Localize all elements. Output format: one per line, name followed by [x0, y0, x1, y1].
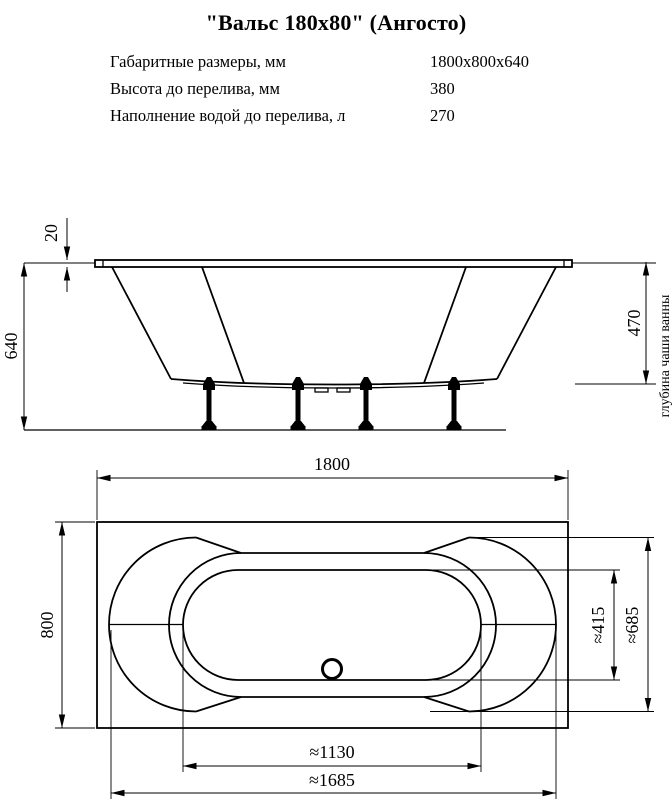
dimension-rim-length: ≈1685: [110, 630, 557, 799]
spec-label: Наполнение водой до перелива, л: [110, 106, 346, 125]
drain-fitting: [336, 387, 351, 393]
bowl-opening: [182, 569, 482, 681]
bath-bottom-outer: [170, 378, 498, 386]
dim-bowl-depth-text: 470: [624, 310, 644, 337]
bath-leg: [201, 377, 217, 430]
bath-leg: [358, 377, 374, 430]
dimension-width: 800: [37, 521, 95, 729]
spec-label: Высота до перелива, мм: [110, 79, 280, 98]
drain-fitting: [314, 387, 329, 393]
page-title: "Вальс 180x80" (Ангосто): [205, 10, 467, 35]
spec-value: 380: [430, 79, 455, 98]
inner-wall-right: [423, 266, 467, 384]
rim-diagonal: [423, 696, 470, 713]
dimension-bowl-width: ≈415: [426, 569, 620, 681]
dimension-length: 1800: [96, 454, 569, 520]
dimension-rim-thickness: 20: [41, 218, 71, 292]
dimension-bowl-depth: 470 глубина чаши ванны: [575, 262, 672, 417]
rim-diagonal: [195, 696, 242, 713]
spec-value: 1800x800x640: [430, 52, 529, 71]
dimension-bowl-length: ≈1130: [182, 630, 482, 772]
spec-value: 270: [430, 106, 455, 125]
dim-bowl-length-text: ≈1130: [309, 742, 354, 762]
drain-hole: [321, 658, 343, 680]
outer-wall-left: [111, 266, 172, 380]
dim-length-text: 1800: [314, 454, 350, 474]
rim-diagonal: [195, 536, 242, 554]
bath-rim-slab: [94, 259, 573, 268]
outer-wall-right: [496, 266, 557, 380]
dimension-total-height: 640: [1, 263, 28, 430]
rim-diagonal: [423, 536, 470, 554]
dim-rim-width-text: ≈685: [622, 607, 642, 644]
dim-rim-thickness-text: 20: [41, 224, 61, 242]
bath-leg: [290, 377, 306, 430]
dim-rim-length-text: ≈1685: [309, 770, 355, 790]
dimension-rim-width: ≈685: [430, 537, 654, 712]
tub-outline-rect: [96, 521, 569, 729]
inner-wall-left: [201, 266, 245, 384]
top-view: 1800 800 ≈415 ≈685: [37, 454, 654, 799]
spec-row: Габаритные размеры, мм 1800x800x640: [0, 52, 672, 76]
bath-leg: [446, 377, 462, 430]
side-view: 20 640 470 глубина чаши ванны: [1, 218, 672, 431]
bath-bottom-inner: [182, 382, 485, 389]
dim-total-height-text: 640: [1, 333, 21, 360]
spec-row: Наполнение водой до перелива, л 270: [0, 106, 672, 130]
spec-label: Габаритные размеры, мм: [110, 52, 286, 71]
bowl-depth-caption: глубина чаши ванны: [658, 294, 672, 417]
dim-width-text: 800: [37, 612, 57, 639]
spec-row: Высота до перелива, мм 380: [0, 79, 672, 103]
dim-bowl-width-text: ≈415: [588, 607, 608, 644]
